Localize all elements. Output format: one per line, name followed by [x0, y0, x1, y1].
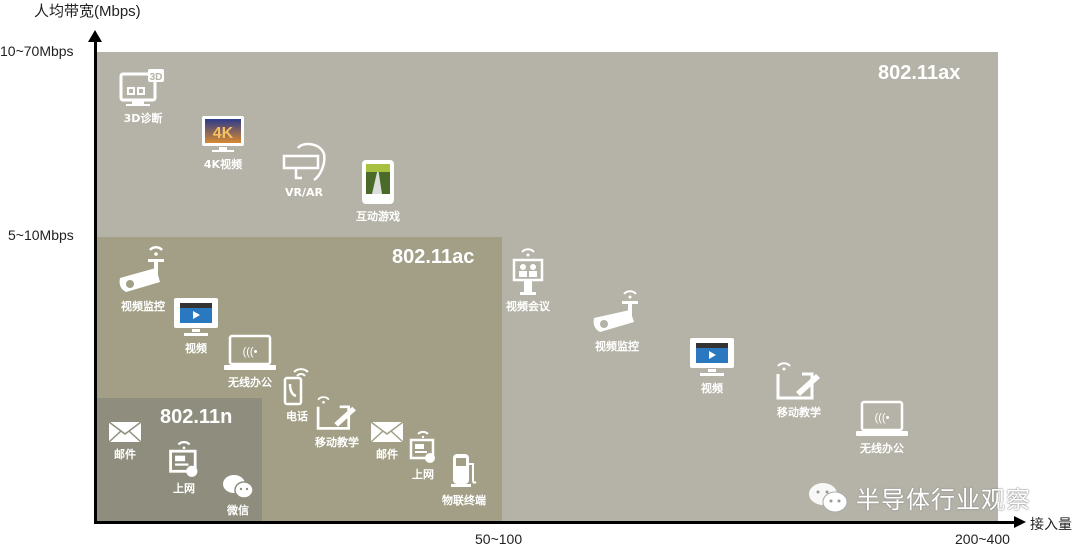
surveillance-camera-icon: [593, 290, 638, 332]
item-label: 邮件: [114, 448, 136, 461]
wechat-icon: [223, 475, 254, 499]
wifi-phone-icon: [283, 368, 309, 406]
x-axis: [94, 521, 1016, 524]
item-label: 无线办公: [860, 442, 904, 455]
x-tick-high: 200~400: [955, 531, 1010, 547]
web-touch-icon: [409, 430, 435, 463]
wifi-laptop-icon: (((•: [224, 334, 276, 370]
label-802-11ax: 802.11ax: [878, 62, 961, 84]
item-label: 视频: [701, 382, 723, 395]
item-video-conference: 视频会议: [506, 244, 550, 314]
item-interactive-game: 互动游戏: [356, 158, 400, 224]
label-802-11ac: 802.11ac: [392, 246, 475, 268]
svg-text:4K: 4K: [213, 125, 234, 142]
mail-envelope-icon: [108, 421, 142, 443]
item-label: 上网: [173, 482, 195, 495]
video-monitor-icon: [174, 298, 218, 336]
item-mobile-teaching-ax: 移动教学: [772, 362, 826, 420]
y-tick-high: 10~70Mbps: [0, 43, 74, 59]
watermark: 半导体行业观察: [808, 480, 1031, 515]
item-4k-video: 4K 4K视频: [200, 114, 246, 172]
item-label: 邮件: [376, 448, 398, 461]
video-conference-icon: [512, 248, 544, 295]
item-wechat: 微信: [222, 474, 254, 518]
item-label: 视频监控: [121, 300, 165, 313]
mail-envelope-icon: [370, 421, 404, 443]
item-video-ac: 视频: [172, 296, 220, 356]
item-3d-diagnosis: 3D 3D诊断: [118, 68, 168, 126]
game-screen-icon: [362, 160, 394, 204]
item-label: 视频监控: [595, 340, 639, 353]
3d-monitor-icon: 3D: [119, 69, 164, 106]
item-label: 电话: [286, 410, 308, 423]
watermark-text: 半导体行业观察: [856, 486, 1031, 514]
item-mail-n: 邮件: [108, 420, 142, 462]
item-vr-ar: VR/AR: [280, 140, 328, 199]
tablet-pen-icon: [316, 396, 356, 430]
item-label: 移动教学: [315, 436, 359, 449]
svg-text:(((•: (((•: [243, 346, 258, 358]
item-label: 微信: [227, 504, 249, 517]
item-iot-terminal: 物联终端: [442, 450, 486, 508]
item-label: 上网: [412, 468, 434, 481]
item-video-surveillance-ax: 视频监控: [590, 288, 644, 354]
charging-station-icon: [451, 454, 477, 487]
item-label: 3D诊断: [123, 112, 163, 125]
item-wireless-office-ax: (((• 无线办公: [854, 400, 910, 456]
y-axis-arrow-icon: [88, 30, 102, 42]
svg-text:(((•: (((•: [875, 412, 890, 424]
item-label: 视频会议: [506, 300, 550, 313]
item-internet-ac: 上网: [408, 430, 438, 482]
wifi-laptop-icon: (((•: [856, 400, 908, 436]
item-video-surveillance-ac: 视频监控: [116, 244, 170, 314]
wechat-logo-icon: [809, 482, 848, 512]
item-label: 移动教学: [777, 406, 821, 419]
surveillance-camera-icon: [119, 246, 164, 292]
item-label: 互动游戏: [356, 210, 400, 223]
item-phone: 电话: [282, 366, 312, 424]
item-wireless-office-ac: (((• 无线办公: [222, 334, 278, 390]
tablet-pen-icon: [776, 362, 820, 400]
item-internet-n: 上网: [166, 440, 202, 496]
svg-text:3D: 3D: [150, 72, 163, 83]
x-axis-title: 接入量: [1030, 516, 1072, 532]
item-video-ax: 视频: [688, 336, 736, 396]
item-label: VR/AR: [285, 186, 323, 199]
x-tick-mid: 50~100: [475, 531, 523, 547]
4k-monitor-icon: 4K: [202, 116, 244, 152]
item-label: 视频: [185, 342, 207, 355]
item-label: 4K视频: [203, 158, 243, 171]
web-touch-icon: [169, 441, 198, 477]
y-axis-title: 人均带宽(Mbps): [34, 3, 141, 20]
item-mail-ac: 邮件: [370, 420, 404, 462]
video-monitor-icon: [690, 338, 734, 376]
vr-headset-icon: [282, 142, 326, 182]
item-label: 无线办公: [228, 376, 272, 389]
y-axis: [94, 38, 97, 524]
label-802-11n: 802.11n: [160, 406, 233, 428]
x-axis-arrow-icon: [1014, 516, 1026, 528]
y-tick-mid: 5~10Mbps: [8, 227, 74, 243]
item-mobile-teaching-ac: 移动教学: [312, 396, 362, 450]
item-label: 物联终端: [442, 494, 486, 507]
